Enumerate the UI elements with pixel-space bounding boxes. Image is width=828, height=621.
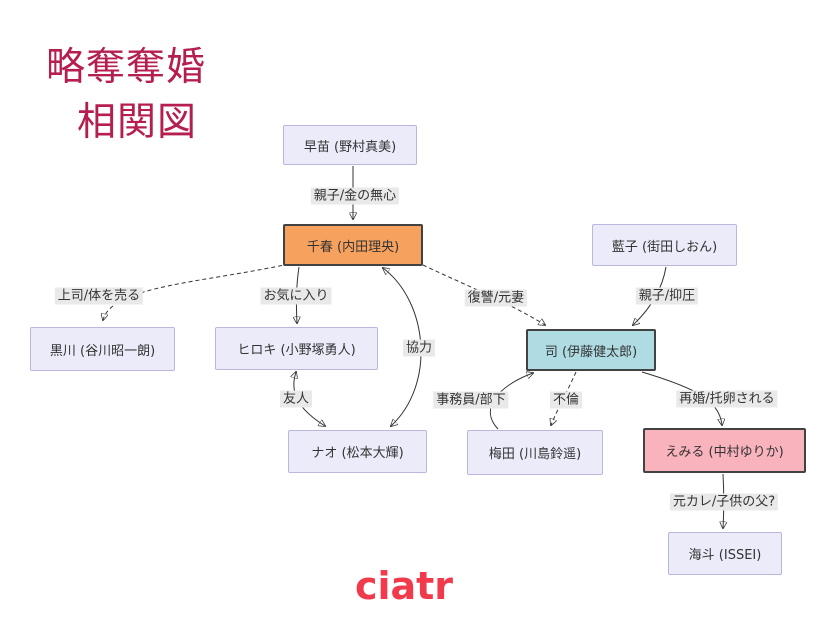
node-emiru: えみる (中村ゆりか) xyxy=(643,428,806,473)
edge-label-furin: 不倫 xyxy=(549,391,583,409)
node-kaito: 海斗 (ISSEI) xyxy=(668,532,782,575)
node-kaito-label: 海斗 (ISSEI) xyxy=(688,548,762,563)
edge-label-oyako-yokuatsu: 親子/抑圧 xyxy=(635,287,699,305)
edge-label-saikon: 再婚/托卵される xyxy=(676,390,778,408)
node-kurokawa: 黒川 (谷川昭一朗) xyxy=(30,327,175,371)
node-nao-label: ナオ (松本大輝) xyxy=(311,446,404,461)
edge-label-fukushu: 復讐/元妻 xyxy=(464,289,528,307)
ciatr-logo: ciatr xyxy=(354,564,454,608)
edge-label-motokare: 元カレ/子供の父? xyxy=(669,493,779,511)
node-chiharu: 千春 (内田理央) xyxy=(283,224,423,266)
edge-label-kyoryoku: 協力 xyxy=(402,339,436,357)
edge-label-jimuin: 事務員/部下 xyxy=(433,391,509,409)
node-sanae: 早苗 (野村真美) xyxy=(283,125,417,165)
node-hiroki-label: ヒロキ (小野塚勇人) xyxy=(237,343,356,358)
node-umeda: 梅田 (川島鈴遥) xyxy=(467,430,603,475)
node-umeda-label: 梅田 (川島鈴遥) xyxy=(488,447,582,462)
edge-label-oyako-kane: 親子/金の無心 xyxy=(310,187,400,205)
page-title-line1: 略奪奪婚 xyxy=(46,45,207,90)
node-emiru-label: えみる (中村ゆりか) xyxy=(665,445,784,460)
node-hiroki: ヒロキ (小野塚勇人) xyxy=(215,327,378,370)
node-chiharu-label: 千春 (内田理央) xyxy=(306,239,400,255)
node-nao: ナオ (松本大輝) xyxy=(288,430,427,473)
node-sanae-label: 早苗 (野村真美) xyxy=(303,139,397,155)
edge-label-joshi: 上司/体を売る xyxy=(54,287,144,305)
node-aiko-label: 藍子 (街田しおん) xyxy=(611,239,718,255)
edge-label-yujin: 友人 xyxy=(279,390,313,408)
node-tsukasa-label: 司 (伊藤健太郎) xyxy=(544,344,638,360)
edge-label-okiniiri: お気に入り xyxy=(260,287,332,305)
node-aiko: 藍子 (街田しおん) xyxy=(592,224,737,266)
page-title-line2: 相関図 xyxy=(77,100,198,145)
node-tsukasa: 司 (伊藤健太郎) xyxy=(526,329,656,371)
node-kurokawa-label: 黒川 (谷川昭一朗) xyxy=(49,343,156,359)
